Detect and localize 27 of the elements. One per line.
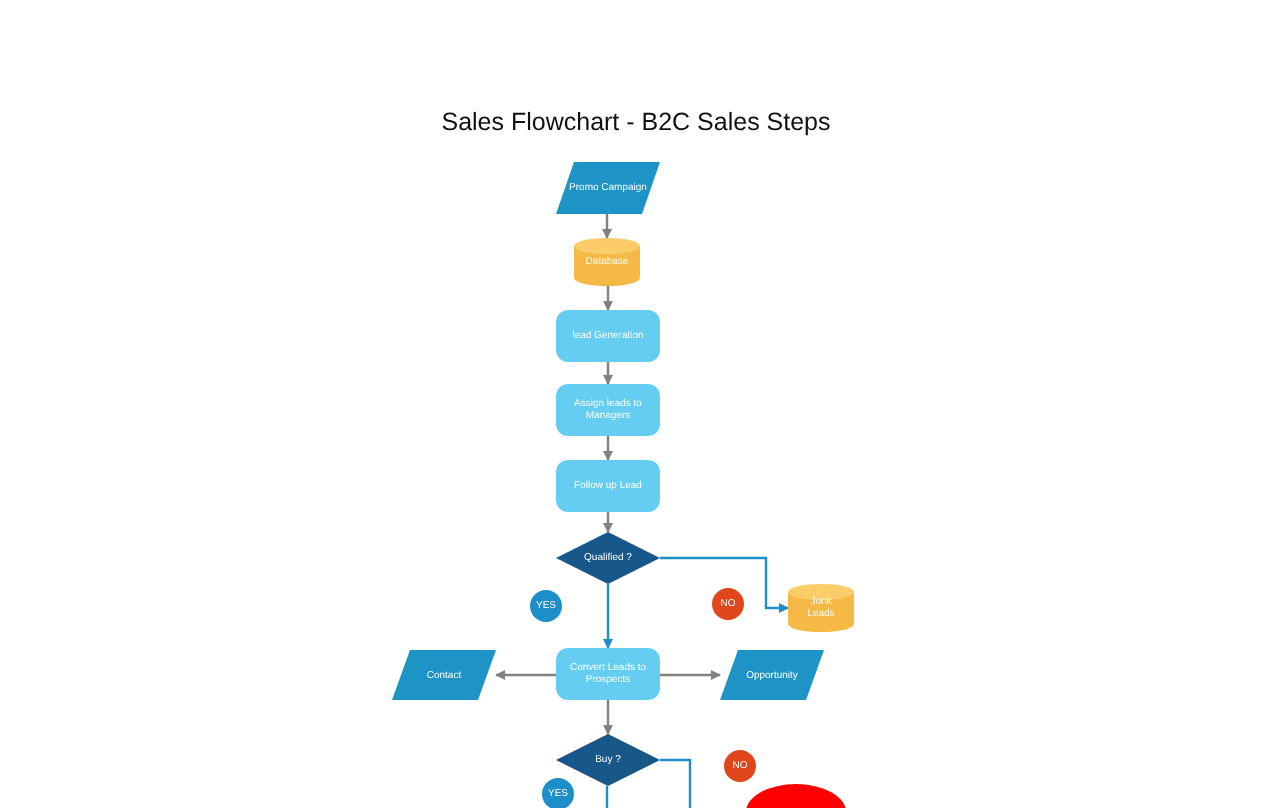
process-box	[556, 648, 660, 700]
data-parallelogram	[720, 650, 824, 700]
arrow	[603, 286, 613, 311]
decision-diamond	[556, 734, 660, 786]
no-circle	[712, 588, 744, 620]
process-box	[556, 310, 660, 362]
data-parallelogram	[392, 650, 496, 700]
no-circle	[724, 750, 756, 782]
arrow	[603, 584, 613, 649]
process-box	[556, 384, 660, 436]
arrow	[660, 556, 789, 613]
arrow	[495, 670, 556, 680]
arrow	[660, 670, 721, 680]
arrow	[603, 700, 613, 735]
database-cylinder	[574, 238, 640, 286]
decision-diamond	[556, 532, 660, 584]
connector-line	[605, 786, 609, 808]
process-box	[556, 460, 660, 512]
yes-circle	[530, 590, 562, 622]
arrow	[602, 214, 612, 239]
arrow	[603, 362, 613, 385]
database-cylinder	[788, 584, 854, 632]
arrow	[603, 512, 613, 533]
connector-line	[660, 758, 692, 808]
data-parallelogram	[556, 162, 660, 214]
arrow	[603, 436, 613, 461]
diagram-title: Sales Flowchart - B2C Sales Steps	[439, 108, 833, 136]
